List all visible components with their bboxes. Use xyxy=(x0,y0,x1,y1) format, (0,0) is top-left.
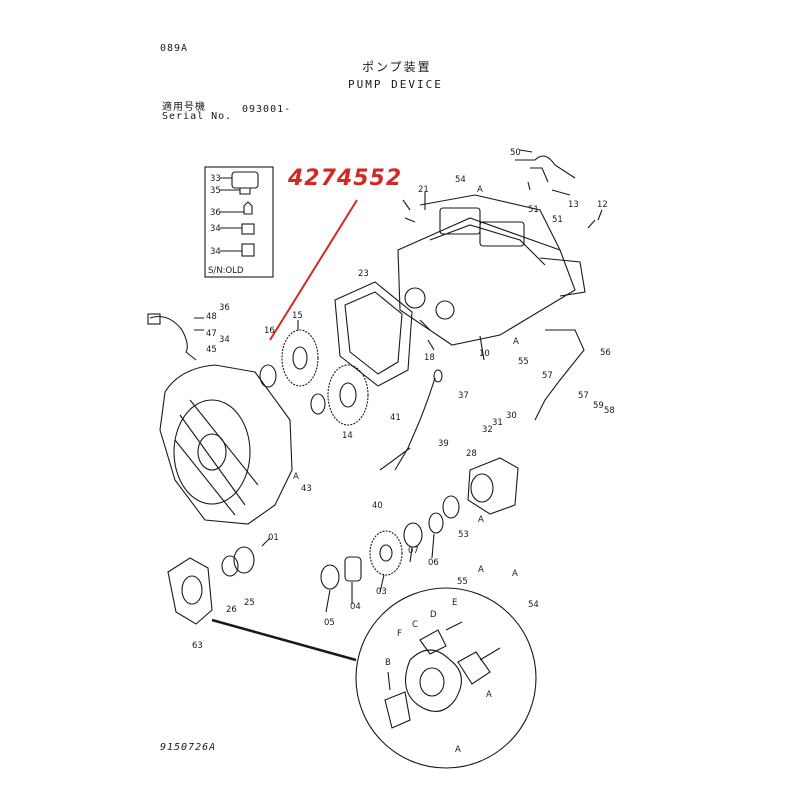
bell-housing-01 xyxy=(159,364,293,525)
callout-54a: 54 xyxy=(455,175,466,185)
sensor-harness xyxy=(149,315,188,353)
callout-26: 26 xyxy=(226,605,237,615)
aux-pump-28 xyxy=(467,457,519,515)
sn-old-parts xyxy=(231,171,259,257)
coupling-63 xyxy=(167,557,213,625)
document-reference: 9150726A xyxy=(160,742,217,753)
snap-ring-16 xyxy=(259,364,277,388)
hose-56 xyxy=(534,329,585,421)
callout-51a: 51 xyxy=(528,205,539,215)
callout-03: 03 xyxy=(376,587,387,597)
bearing-05 xyxy=(320,564,340,590)
callout-10: 10 xyxy=(479,349,490,359)
detail-letter-b: B xyxy=(385,658,391,668)
callout-51b: 51 xyxy=(552,215,563,225)
sn-item-34b: 34 xyxy=(210,247,221,257)
callout-32: 32 xyxy=(482,425,493,435)
callout-43: 43 xyxy=(301,484,312,494)
title-japanese: ポンプ装置 xyxy=(362,60,432,74)
callout-50: 50 xyxy=(510,148,521,158)
callout-07: 07 xyxy=(408,546,419,556)
ref-mark-a1: A xyxy=(477,185,483,195)
detail-letter-e: E xyxy=(452,598,457,608)
detail-leader xyxy=(211,618,357,662)
callout-12: 12 xyxy=(597,200,608,210)
callout-25: 25 xyxy=(244,598,255,608)
detail-letter-a2: A xyxy=(486,690,492,700)
callout-55a: 55 xyxy=(518,357,529,367)
callout-53: 53 xyxy=(458,530,469,540)
detail-letters: A A B C D E F xyxy=(385,598,492,755)
callout-31: 31 xyxy=(492,418,503,428)
callout-28: 28 xyxy=(466,449,477,459)
callout-54b: 54 xyxy=(528,600,539,610)
callout-39: 39 xyxy=(438,439,449,449)
detail-letter-c: C xyxy=(412,620,418,630)
sn-old-labels: 33 35 36 34 34 S/N:OLD xyxy=(208,174,244,276)
coupling-detail-parts xyxy=(384,621,501,729)
callout-30: 30 xyxy=(506,411,517,421)
sn-item-34a: 34 xyxy=(210,224,221,234)
reference-marks: A A A A A A xyxy=(293,185,519,579)
ref-mark-a5: A xyxy=(478,565,484,575)
callout-56: 56 xyxy=(600,348,611,358)
page-code: 089A xyxy=(160,43,189,54)
serial-label-japanese: 適用号機 xyxy=(162,102,206,113)
callout-23: 23 xyxy=(358,269,369,279)
sn-item-33: 33 xyxy=(210,174,221,184)
callout-06: 06 xyxy=(428,558,439,568)
callout-16: 16 xyxy=(264,326,275,336)
serial-value: 093001- xyxy=(242,104,292,115)
serial-label-english: Serial No. xyxy=(162,111,233,122)
callout-04: 04 xyxy=(350,602,361,612)
callout-40: 40 xyxy=(372,501,383,511)
detail-letter-a1: A xyxy=(455,745,461,755)
callout-47: 47 xyxy=(206,329,217,339)
callout-14: 14 xyxy=(342,431,353,441)
callouts: 01 03 04 05 06 07 10 12 13 14 15 16 18 2… xyxy=(192,148,615,651)
ref-mark-a4: A xyxy=(478,515,484,525)
callout-45: 45 xyxy=(206,345,217,355)
callout-58: 58 xyxy=(604,406,615,416)
sn-old-label: S/N:OLD xyxy=(208,266,244,276)
callout-05: 05 xyxy=(324,618,335,628)
callout-48: 48 xyxy=(206,312,217,322)
ref-mark-a3: A xyxy=(293,472,299,482)
callout-01: 01 xyxy=(268,533,279,543)
coupling-detail-circle xyxy=(355,587,537,769)
callout-41: 41 xyxy=(390,413,401,423)
sn-old-box xyxy=(204,166,274,278)
sn-item-36: 36 xyxy=(210,208,221,218)
highlighted-part-number: 4274552 xyxy=(288,166,403,191)
callout-55b: 55 xyxy=(457,577,468,587)
ref-mark-a6: A xyxy=(512,569,518,579)
callout-63: 63 xyxy=(192,641,203,651)
gasket-23 xyxy=(334,281,413,387)
callout-18: 18 xyxy=(424,353,435,363)
callout-15: 15 xyxy=(292,311,303,321)
gear-15 xyxy=(281,329,319,387)
dipstick-37 xyxy=(394,377,436,471)
detail-letter-f: F xyxy=(397,629,402,639)
callout-21: 21 xyxy=(418,185,429,195)
callout-36: 36 xyxy=(219,303,230,313)
gear-03 xyxy=(369,530,403,576)
detail-letter-d: D xyxy=(430,610,437,620)
callout-37: 37 xyxy=(458,391,469,401)
main-pump-assembly xyxy=(397,155,586,346)
callout-59: 59 xyxy=(593,401,604,411)
callout-34: 34 xyxy=(219,335,230,345)
title-english: PUMP DEVICE xyxy=(348,78,443,91)
gear-04 xyxy=(344,556,362,582)
sn-item-35: 35 xyxy=(210,186,221,196)
ref-mark-a2: A xyxy=(513,337,519,347)
callout-57b: 57 xyxy=(578,391,589,401)
callout-13: 13 xyxy=(568,200,579,210)
callout-57a: 57 xyxy=(542,371,553,381)
gear-14 xyxy=(327,364,369,426)
